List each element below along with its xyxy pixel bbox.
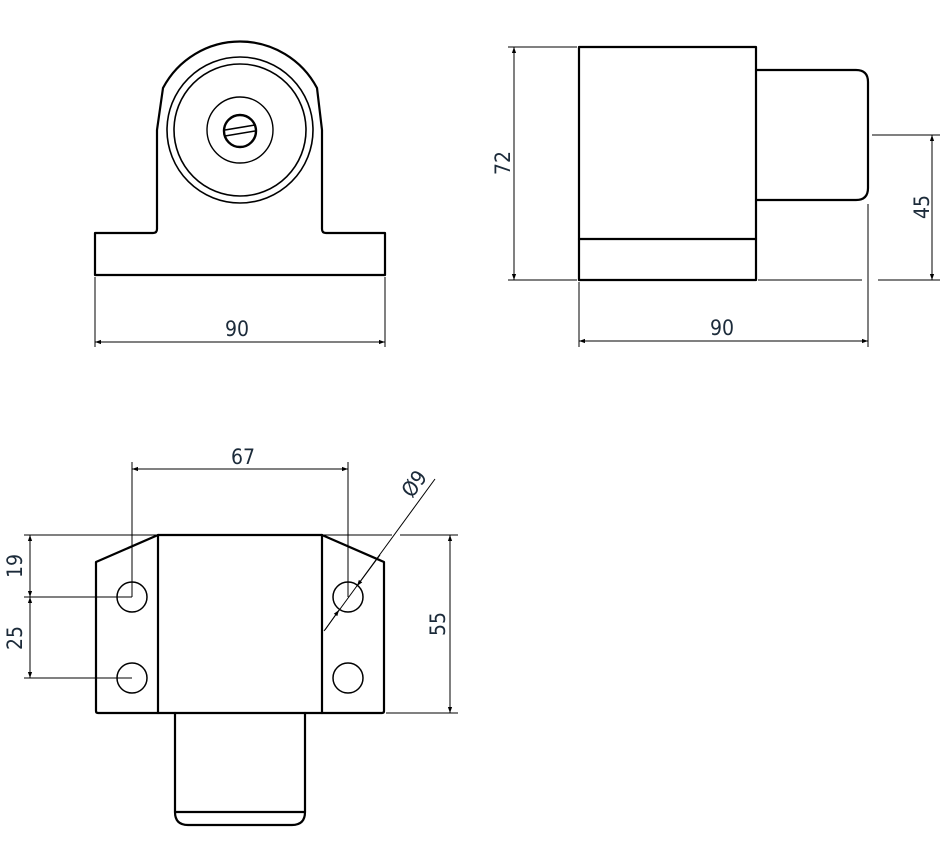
mounting-hole	[332, 662, 364, 694]
side-body	[577, 45, 758, 282]
dimension-label-edge-to-hole: 19	[3, 554, 27, 578]
hub-circle	[206, 96, 274, 164]
side-view: 72 45 90	[491, 45, 940, 347]
dimension-label-plate-depth: 55	[426, 612, 450, 636]
side-cylinder	[754, 68, 870, 202]
bottom-center-block	[156, 533, 324, 715]
right-mounting-ear	[320, 533, 386, 715]
dimension-label-side-depth: 90	[710, 316, 734, 340]
front-view-outline	[93, 40, 387, 277]
front-view: 90	[93, 40, 387, 347]
dimension-label-hole-diameter: Ø9	[397, 466, 432, 502]
diameter-arrow	[324, 609, 340, 631]
dimension-label-front-width: 90	[225, 317, 249, 341]
screw-slot	[224, 130, 256, 137]
dimension-label-cylinder-height: 45	[910, 195, 934, 219]
screw-head-icon	[222, 113, 258, 149]
inner-ring	[173, 63, 307, 197]
bottom-view: 67 19 25 55 Ø9	[3, 445, 458, 827]
dimension-label-hole-pitch: 25	[3, 626, 27, 650]
outer-ring	[166, 56, 314, 204]
dimension-label-hole-spacing: 67	[231, 445, 255, 469]
diameter-arrow	[356, 554, 381, 587]
bottom-cylinder	[173, 711, 307, 827]
screw-slot	[224, 124, 256, 131]
dimension-label-side-height: 72	[491, 151, 515, 175]
left-mounting-ear	[94, 533, 160, 715]
